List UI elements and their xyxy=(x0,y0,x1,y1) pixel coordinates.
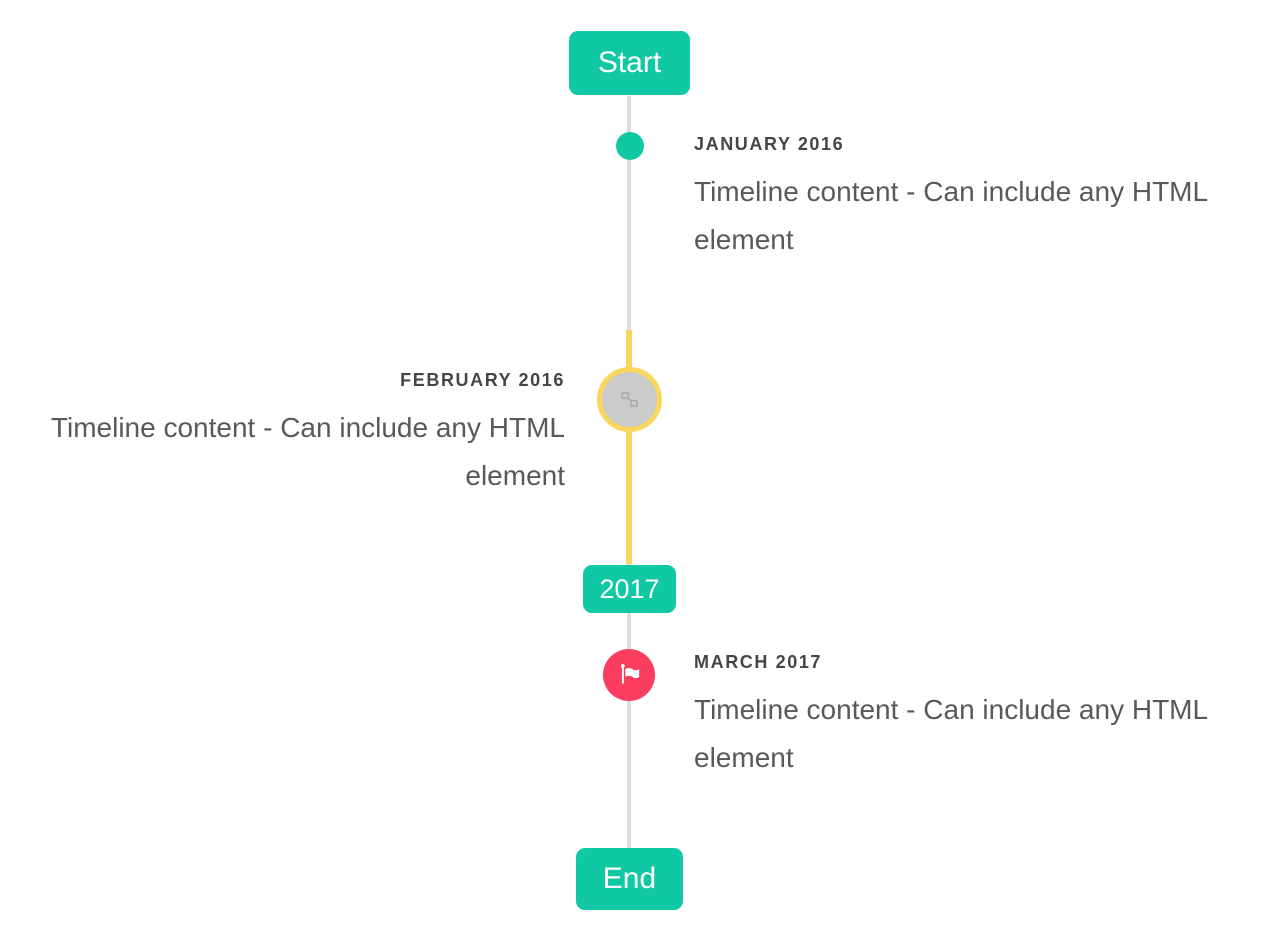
flag-icon xyxy=(620,663,639,684)
timeline-item-title-march: MARCH 2017 xyxy=(694,652,823,672)
timeline-marker-february xyxy=(597,367,662,432)
timeline-year-badge[interactable]: 2017 xyxy=(583,565,676,613)
timeline-item-march: MARCH 2017 Timeline content - Can includ… xyxy=(694,651,1226,782)
timeline-start-badge[interactable]: Start xyxy=(569,31,690,95)
timeline-item-january: JANUARY 2016 Timeline content - Can incl… xyxy=(694,133,1226,264)
timeline-item-february: FEBRUARY 2016 Timeline content - Can inc… xyxy=(33,369,565,500)
timeline-line-highlight-segment xyxy=(626,330,632,564)
timeline-item-title-january: JANUARY 2016 xyxy=(694,134,845,154)
timeline-item-content-january: Timeline content - Can include any HTML … xyxy=(694,176,1208,255)
timeline-end-badge[interactable]: End xyxy=(576,848,683,910)
timeline-item-content-march: Timeline content - Can include any HTML … xyxy=(694,694,1208,773)
timeline-item-title-february: FEBRUARY 2016 xyxy=(400,370,565,390)
timeline-item-content-february: Timeline content - Can include any HTML … xyxy=(50,412,565,491)
broken-image-icon xyxy=(621,392,638,407)
timeline-marker-january xyxy=(616,132,644,160)
timeline-marker-march xyxy=(603,649,655,701)
